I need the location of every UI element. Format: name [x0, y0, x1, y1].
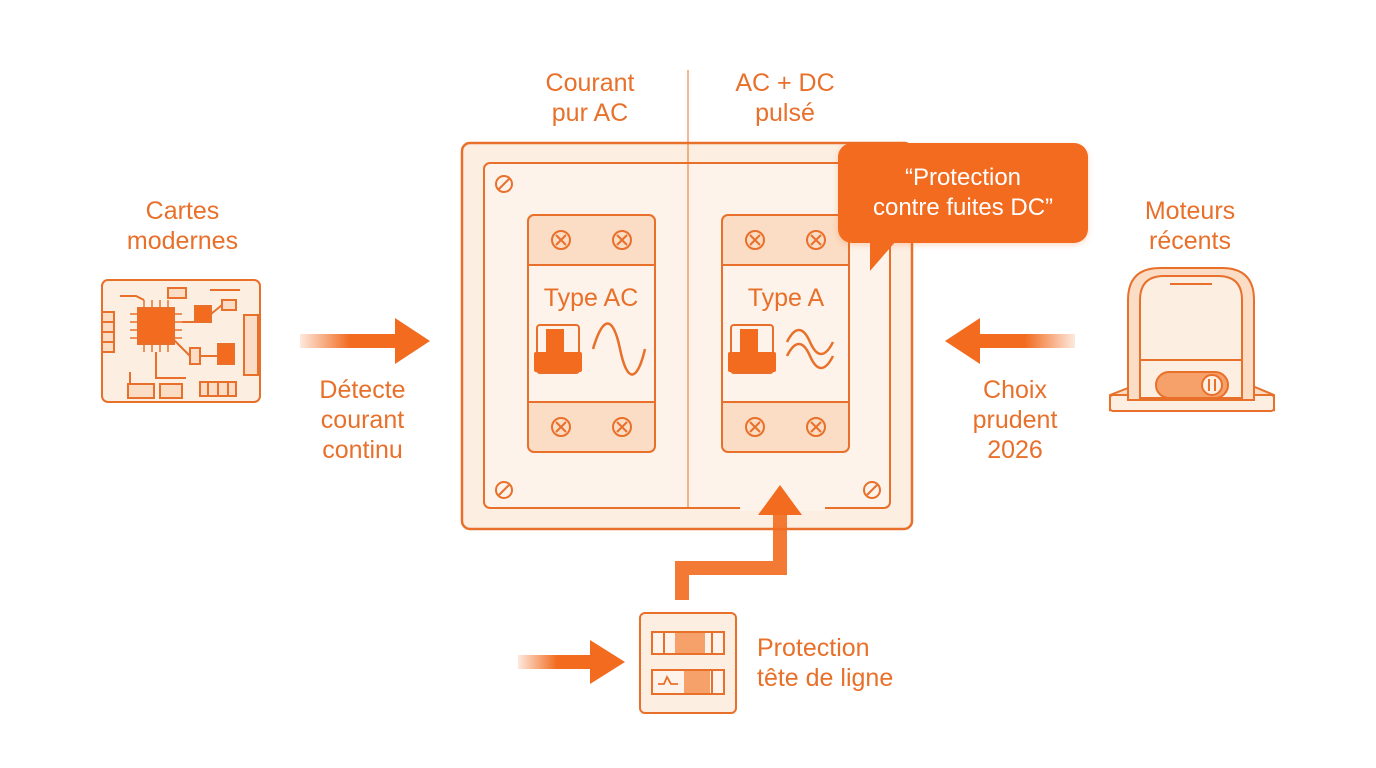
label-courant-pur-ac: Courant pur AC — [545, 69, 635, 127]
arrow-left — [945, 318, 1075, 364]
label-moteurs-recents: Moteurs récents — [1144, 197, 1236, 255]
sine-wave-icon — [591, 322, 647, 376]
label-ac-dc-pulse: AC + DC pulsé — [735, 69, 835, 127]
panel-screw — [495, 175, 513, 193]
breaker-type-ac-label: Type AC — [544, 284, 639, 312]
callout-protection-dc: “Protection contre fuites DC” — [838, 143, 1088, 271]
label-choix-prudent: Choix prudent 2026 — [972, 376, 1058, 464]
arrow-up — [675, 485, 802, 600]
arrow-right — [300, 318, 430, 364]
panel-screw — [863, 481, 881, 499]
label-cartes-modernes: Cartes modernes — [126, 197, 239, 255]
label-detecte-courant-continu: Détecte courant continu — [319, 376, 406, 464]
arrow-right-bottom — [518, 640, 625, 684]
label-protection-tete-de-ligne: Protection tête de ligne — [757, 634, 894, 692]
gate-motor-icon — [1109, 267, 1275, 412]
breaker-type-a: Type A — [721, 214, 850, 453]
breaker-type-ac: Type AC — [527, 214, 656, 453]
circuit-board-icon — [101, 279, 261, 403]
main-breaker-icon — [639, 612, 737, 714]
pulsed-wave-icon — [785, 328, 835, 370]
panel-screw — [495, 481, 513, 499]
breaker-type-a-label: Type A — [748, 284, 825, 312]
